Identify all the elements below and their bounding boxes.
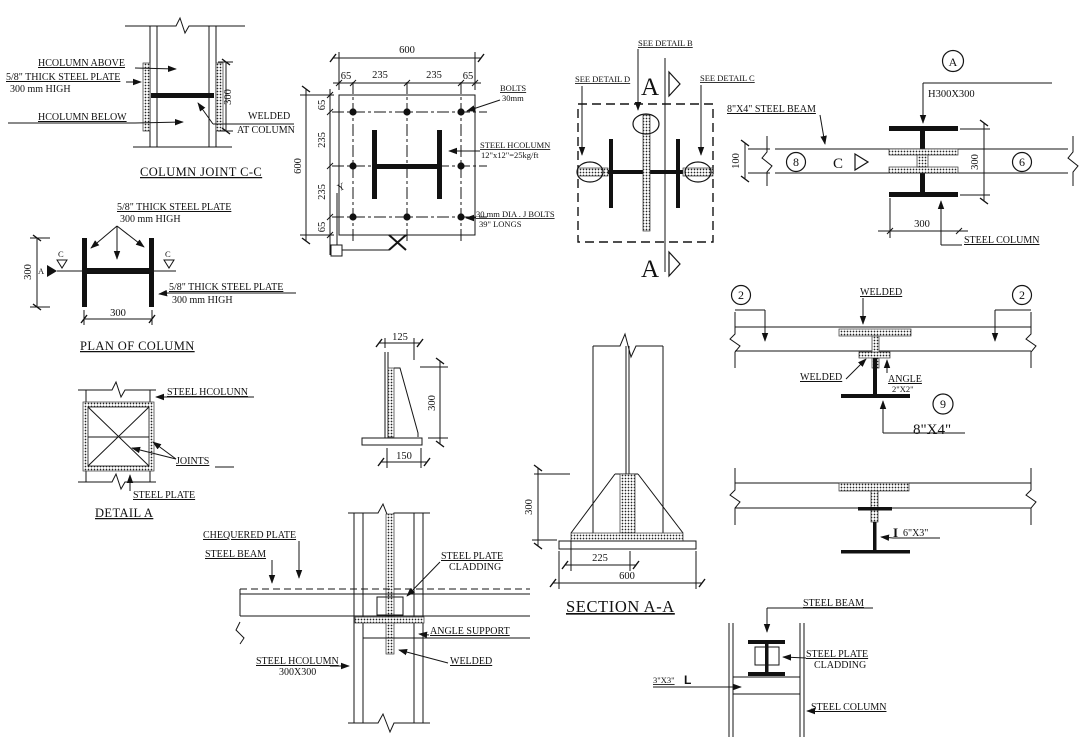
detail-a: STEEL HCOLUNN JOINTS STEEL PLATE DETAIL … (78, 380, 254, 520)
base-seg-left-2: 235 (317, 184, 328, 200)
base-column-line2: 12"x12"=25kg/ft (481, 150, 539, 160)
label-steel-column-clad: STEEL COLUMN (811, 702, 886, 713)
base-seg-left-1: 235 (317, 132, 328, 148)
label-steel-h-column: STEEL HCOLUNN (167, 387, 248, 398)
base-seg-top-2: 235 (426, 70, 442, 81)
label-8x4-steel-beam: 8"X4" STEEL BEAM (727, 104, 816, 115)
plan-marker-c-left: C (58, 249, 64, 259)
detail-column-joint-cc: HCOLUMN ABOVE 5/8" THICK STEEL PLATE 300… (6, 16, 295, 179)
plan-note-top-line1: 5/8" THICK STEEL PLATE (117, 202, 231, 213)
label-welded-line1: WELDED (248, 111, 290, 122)
title-detail-a: DETAIL A (95, 506, 153, 520)
section-letter-a-bottom: A (641, 256, 659, 283)
label-steel-plate: STEEL PLATE (133, 490, 195, 501)
label-steel-plate-clad-1: STEEL PLATE (806, 649, 868, 660)
gusset-dim-150: 150 (396, 451, 412, 462)
base-dim-600-top: 600 (399, 45, 415, 56)
secaa-dim-225: 225 (592, 553, 608, 564)
base-bolts-line2: 30mm (502, 93, 524, 103)
label-steel-column-conn-2: 300X300 (279, 667, 316, 678)
base-seg-top-1: 235 (372, 70, 388, 81)
label-see-detail-d: SEE DETAIL D (575, 74, 630, 84)
label-h300x300: H300X300 (928, 89, 975, 100)
secaa-dim-300: 300 (524, 499, 535, 515)
label-welded-top: WELDED (860, 287, 902, 298)
label-angle-line1: ANGLE (888, 374, 922, 385)
detail-cladding-at-column: STEEL BEAM STEEL PLATE CLADDING 3"X3" L … (653, 598, 886, 737)
base-axis-y-label: Y (336, 181, 347, 194)
marker-c-section: C (833, 156, 843, 172)
detail-beam-plan-top-right: A H300X300 100 8"X4" STEEL BEAM 8 C 6 30… (727, 49, 1079, 246)
label-see-detail-c: SEE DETAIL C (700, 73, 755, 83)
plan-marker-c-right: C (165, 249, 171, 259)
base-bolts-line1: BOLTS (500, 83, 526, 93)
plan-note-right-line1: 5/8" THICK STEEL PLATE (169, 282, 283, 293)
bubble-2-right: 2 (1019, 288, 1025, 302)
label-3x3-angle-symbol: L (684, 673, 691, 687)
label-i-symbol: I (893, 525, 898, 540)
gusset-dim-125: 125 (392, 332, 408, 343)
label-angle-line2: 2"X2" (892, 384, 914, 394)
label-plate-line1: 5/8" THICK STEEL PLATE (6, 72, 120, 83)
label-steel-column-conn-1: STEEL HCOLUMN (256, 656, 339, 667)
label-steel-column-tr: STEEL COLUMN (964, 235, 1039, 246)
gusset-dim-300: 300 (427, 395, 438, 411)
label-column-above: HCOLUMN ABOVE (38, 58, 125, 69)
plan-note-right-line2: 300 mm HIGH (172, 295, 233, 306)
label-steel-plate-cladding-2: CLADDING (449, 562, 501, 573)
section-letter-a-top: A (641, 74, 659, 101)
title-plan-of-column: PLAN OF COLUMN (80, 339, 195, 353)
detail-framing-plan: A A SEE DETAIL B SEE DETAIL D SEE DETAIL… (575, 38, 755, 283)
bubble-a: A (949, 55, 958, 69)
label-joints: JOINTS (176, 456, 209, 467)
detail-beam-column-connection: CHEQUERED PLATE STEEL BEAM STEEL PLATE C… (203, 502, 530, 734)
base-dim-600-left: 600 (293, 158, 304, 174)
bubble-8: 8 (793, 155, 799, 169)
label-steel-plate-clad-2: CLADDING (814, 660, 866, 671)
base-jbolts-line1: 30 mm DIA . J BOLTS (476, 209, 555, 219)
label-welded-line2: AT COLUMN (237, 125, 295, 136)
label-chequered-plate: CHEQUERED PLATE (203, 530, 296, 541)
beam-dim-300-right: 300 (970, 154, 981, 170)
bubble-6: 6 (1019, 155, 1025, 169)
x-axis-icon (388, 234, 407, 251)
label-welded-conn: WELDED (450, 656, 492, 667)
plan-dim-width: 300 (110, 308, 126, 319)
label-6x3-size: 6"X3" (903, 528, 928, 539)
base-seg-top-0: 65 (341, 71, 352, 82)
base-seg-left-3: 65 (317, 222, 328, 233)
label-see-detail-b: SEE DETAIL B (638, 38, 693, 48)
plan-dim-height: 300 (23, 264, 34, 280)
bubble-9: 9 (940, 397, 946, 411)
base-seg-left-0: 65 (317, 100, 328, 111)
detail-beam-6x3: I 6"X3" (729, 468, 1037, 554)
beam-dim-100: 100 (731, 153, 742, 169)
label-welded-left: WELDED (800, 372, 842, 383)
label-steel-beam-conn: STEEL BEAM (205, 549, 266, 560)
base-jbolts-line2: 39" LONGS (479, 219, 522, 229)
label-angle-support: ANGLE SUPPORT (430, 626, 510, 637)
label-8x4-size: 8"X4" (913, 422, 951, 438)
dim-300-joint: 300 (223, 89, 234, 105)
label-plate-line2: 300 mm HIGH (10, 84, 71, 95)
label-steel-plate-cladding-1: STEEL PLATE (441, 551, 503, 562)
detail-section-aa: 300 225 600 SECTION A-A (524, 332, 706, 616)
plan-marker-a: A (38, 266, 45, 276)
title-section-aa: SECTION A-A (566, 597, 675, 616)
label-3x3-angle: 3"X3" (653, 675, 675, 685)
detail-plan-of-column: C C A 300 300 5/8" THICK STEEL PLATE 300… (23, 202, 296, 353)
bubble-2-left: 2 (738, 288, 744, 302)
detail-welded-angle: 2 2 WELDED WELDED ANGLE 2"X2" 9 8"X4" (729, 284, 1037, 438)
beam-dim-300-bottom: 300 (914, 219, 930, 230)
detail-gusset-plate: 125 300 150 (361, 332, 448, 468)
detail-base-plate-plan: 600 65 235 235 65 600 65 235 235 65 BOLT… (293, 45, 555, 257)
secaa-dim-600: 600 (619, 571, 635, 582)
label-steel-beam-clad: STEEL BEAM (803, 598, 864, 609)
base-seg-top-3: 65 (463, 71, 474, 82)
plan-note-top-line2: 300 mm HIGH (120, 214, 181, 225)
title-column-joint-cc: COLUMN JOINT C-C (140, 165, 262, 179)
label-column-below: HCOLUMN BELOW (38, 112, 127, 123)
base-column-line1: STEEL HCOLUMN (480, 140, 550, 150)
